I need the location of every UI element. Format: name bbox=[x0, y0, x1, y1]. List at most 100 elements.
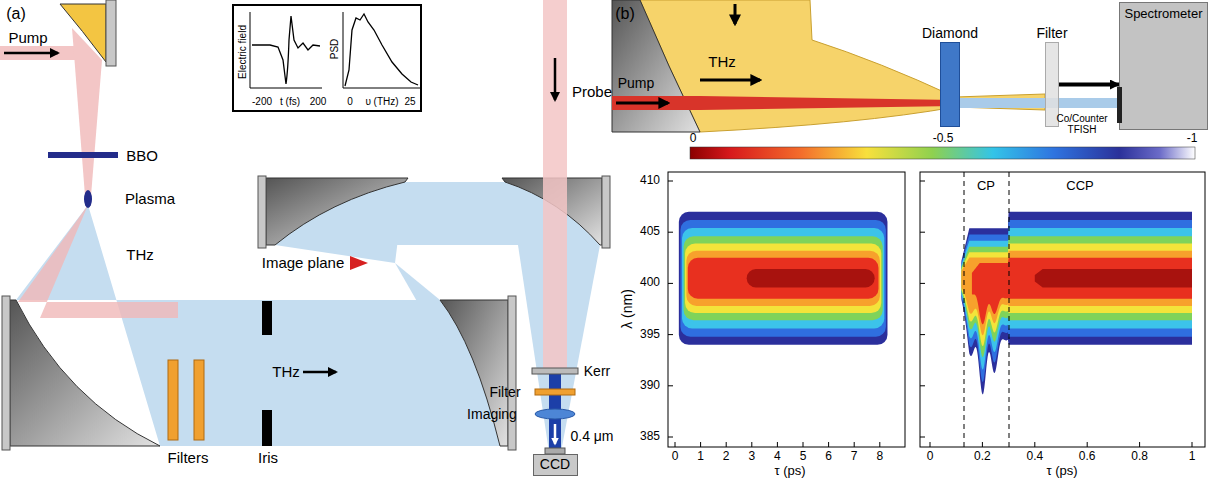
entrance-slit bbox=[1117, 87, 1122, 123]
axis-tick: 7 bbox=[851, 450, 858, 463]
plot-area bbox=[920, 172, 1205, 447]
colorbar bbox=[690, 147, 1195, 159]
beam-arrow bbox=[1059, 83, 1119, 87]
mirror-mount bbox=[2, 296, 10, 450]
axis-tick: 4 bbox=[774, 450, 781, 463]
signal-label: Co/Counter TFISH bbox=[1051, 114, 1113, 135]
lens-label: Imaging bbox=[467, 407, 517, 422]
axis-tick: 395 bbox=[640, 328, 660, 341]
iris-label: Iris bbox=[258, 450, 278, 467]
tick-mark bbox=[668, 232, 673, 233]
heatmap-layer bbox=[961, 251, 1192, 336]
axis-tick: 385 bbox=[640, 430, 660, 443]
axis-title: τ (ps) bbox=[774, 464, 805, 478]
axis-label: -200 bbox=[252, 96, 272, 107]
axis-tick: 405 bbox=[640, 226, 660, 239]
diamond-crystal: Diamond bbox=[940, 42, 960, 127]
bbo-crystal bbox=[48, 152, 118, 158]
heatmap-layer bbox=[680, 220, 885, 337]
tick-mark bbox=[920, 334, 925, 335]
tick-mark bbox=[1139, 442, 1140, 447]
tick-mark bbox=[930, 442, 931, 447]
tick-mark bbox=[700, 442, 701, 447]
axis-tick: 6 bbox=[825, 450, 832, 463]
tick-mark bbox=[668, 181, 673, 182]
beam-arrow bbox=[616, 102, 668, 105]
optical-filter bbox=[535, 389, 575, 395]
beam-arrow bbox=[303, 371, 336, 374]
axis-label: 0 bbox=[347, 96, 353, 107]
tick-mark bbox=[920, 181, 925, 182]
mirror-mount bbox=[258, 176, 266, 248]
axis-tick: 390 bbox=[640, 379, 660, 392]
kerr-medium bbox=[532, 368, 578, 374]
plasma-label: Plasma bbox=[125, 191, 175, 208]
spectrum-curve bbox=[345, 14, 418, 86]
tick-mark bbox=[803, 442, 804, 447]
axis-tick: 0.8 bbox=[1131, 450, 1148, 463]
plasma bbox=[84, 190, 92, 208]
axis-tick: 3 bbox=[748, 450, 755, 463]
heatmap-layer bbox=[684, 236, 883, 320]
heatmap-layer bbox=[972, 258, 1192, 324]
beam-label: THz bbox=[272, 364, 300, 381]
axis-title: τ (ps) bbox=[1046, 464, 1077, 478]
colorbar-tick: -1 bbox=[1187, 132, 1198, 145]
tick-mark bbox=[668, 385, 673, 386]
tick-mark bbox=[920, 385, 925, 386]
image-plane-label: Image plane bbox=[262, 255, 345, 272]
beam-arrow bbox=[554, 58, 557, 100]
panel-label: (b) bbox=[615, 5, 635, 23]
plot-axis bbox=[343, 12, 420, 88]
plot-frame bbox=[668, 172, 905, 447]
tick-mark bbox=[828, 442, 829, 447]
heatmap-layer bbox=[685, 243, 881, 313]
tick-mark bbox=[726, 442, 727, 447]
kerr-label: Kerr bbox=[584, 364, 610, 379]
pump-beam bbox=[612, 96, 955, 110]
tick-mark bbox=[777, 442, 778, 447]
plot-axis bbox=[250, 12, 322, 88]
parabolic-mirror bbox=[612, 0, 700, 132]
beam-label: Probe bbox=[572, 84, 612, 101]
axis-tick: 0.2 bbox=[974, 450, 991, 463]
beam-arrow bbox=[4, 52, 58, 55]
tick-mark bbox=[668, 334, 673, 335]
axis-tick: 410 bbox=[640, 174, 660, 187]
colorbar-tick: -0.5 bbox=[933, 132, 954, 145]
parabolic-mirror bbox=[10, 300, 160, 446]
panel-label: (a) bbox=[6, 5, 26, 23]
axis-tick: 400 bbox=[640, 277, 660, 290]
axis-title: λ (nm) bbox=[620, 289, 635, 329]
heatmap bbox=[961, 212, 1192, 395]
heatmap-layer bbox=[961, 236, 1192, 357]
heatmap-layer bbox=[679, 212, 888, 345]
inset-plot-box: Electric field-200t (fs)200PSD0υ (THz)25 bbox=[232, 4, 422, 112]
device-label: Spectrometer bbox=[1124, 7, 1202, 21]
heatmap bbox=[679, 212, 888, 345]
heatmap-layer bbox=[682, 228, 884, 328]
beam-arrow bbox=[700, 79, 760, 82]
axis-label: PSD bbox=[329, 39, 340, 60]
region-label: CP bbox=[977, 179, 995, 193]
tick-mark bbox=[920, 283, 925, 284]
axis-label: t (fs) bbox=[280, 96, 300, 107]
ccd-camera: CCD bbox=[533, 454, 578, 476]
axis-label: Electric field bbox=[237, 25, 248, 79]
heatmap-layer bbox=[961, 212, 1192, 395]
beam-label: Pump bbox=[618, 76, 655, 91]
colorbar-tick: 0 bbox=[690, 132, 697, 145]
axis-tick: 8 bbox=[876, 450, 883, 463]
axis-label: υ (THz) bbox=[365, 96, 398, 107]
beam-arrow bbox=[734, 4, 737, 24]
axis-tick: 1 bbox=[1189, 450, 1196, 463]
tick-mark bbox=[1034, 442, 1035, 447]
axis-tick: 0 bbox=[927, 450, 934, 463]
heatmap-layer bbox=[961, 243, 1192, 346]
pump-beam bbox=[72, 28, 102, 196]
component-label: Diamond bbox=[922, 26, 978, 41]
tick-mark bbox=[982, 442, 983, 447]
iris bbox=[262, 301, 272, 335]
